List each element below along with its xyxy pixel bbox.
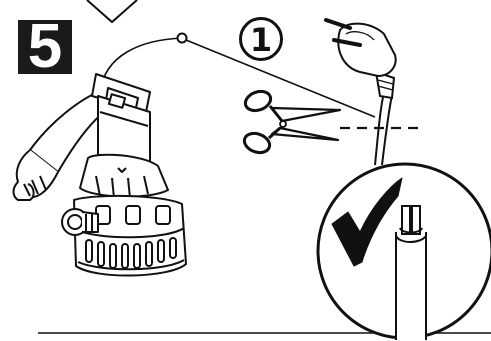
- callout-number-1: 1: [239, 17, 283, 61]
- cable-cross-section-icon: [395, 205, 427, 341]
- submersible-pump-icon: [12, 73, 187, 277]
- detail-magnifier: [316, 162, 491, 341]
- checkmark-icon: [331, 177, 403, 267]
- scissors-icon: [242, 89, 342, 155]
- step-chevron-marker: [86, 0, 138, 24]
- power-plug-icon: [324, 18, 397, 166]
- step-number-badge: 5: [18, 16, 72, 78]
